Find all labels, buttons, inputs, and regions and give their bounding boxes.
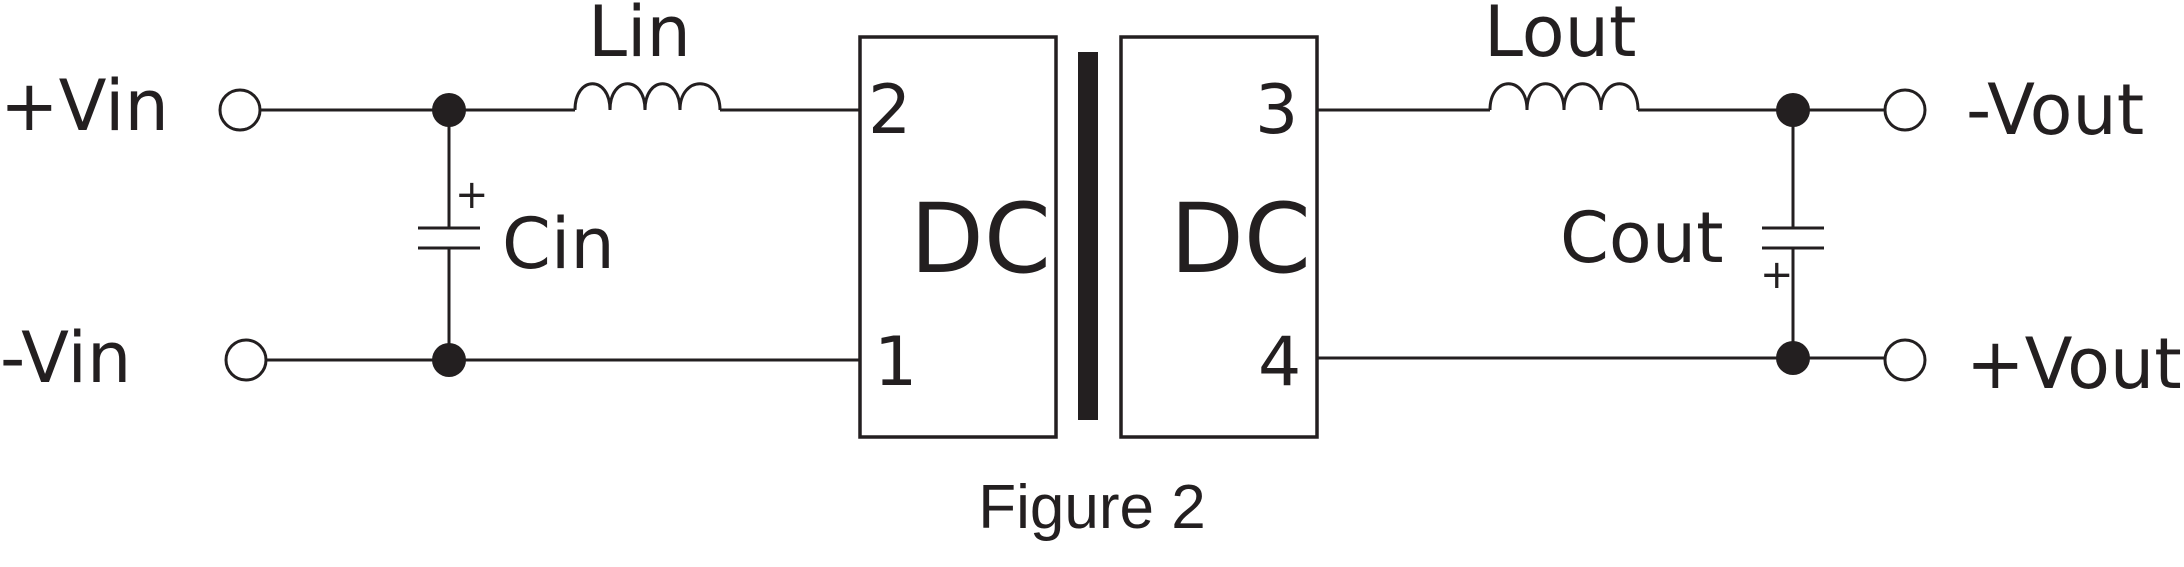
vin-plus-label: +Vin <box>0 65 169 147</box>
vout-minus-label: -Vout <box>1966 69 2144 151</box>
lout-label: Lout <box>1484 0 1636 73</box>
pin-1-label: 1 <box>874 323 917 402</box>
figure-caption: Figure 2 <box>978 473 1205 542</box>
junction-dot <box>1776 93 1810 127</box>
pin-4-label: 4 <box>1258 323 1301 402</box>
dc-block-right <box>1119 35 1319 439</box>
lin-inductor <box>573 82 722 111</box>
vin-minus-label: -Vin <box>0 317 131 399</box>
dc-label-right: DC <box>1170 183 1311 295</box>
cin-label: Cin <box>502 203 615 285</box>
dc-label-left: DC <box>910 183 1051 295</box>
junction-dot <box>1776 341 1810 375</box>
vin-minus-terminal <box>224 338 268 382</box>
junction-dot <box>432 93 466 127</box>
pin-2-label: 2 <box>868 71 911 150</box>
vout-minus-terminal <box>1883 88 1927 132</box>
dc-block-left <box>858 35 1058 439</box>
cout-label: Cout <box>1560 197 1724 279</box>
pin-3-label: 3 <box>1255 71 1298 150</box>
cin-polarity: + <box>455 172 489 218</box>
lout-inductor <box>1488 82 1640 111</box>
vout-plus-label: +Vout <box>1966 323 2182 405</box>
cout-polarity: + <box>1760 252 1794 298</box>
isolation-barrier <box>1078 52 1098 420</box>
lin-label: Lin <box>588 0 691 73</box>
vout-plus-terminal <box>1883 338 1927 382</box>
vin-plus-terminal <box>218 88 262 132</box>
